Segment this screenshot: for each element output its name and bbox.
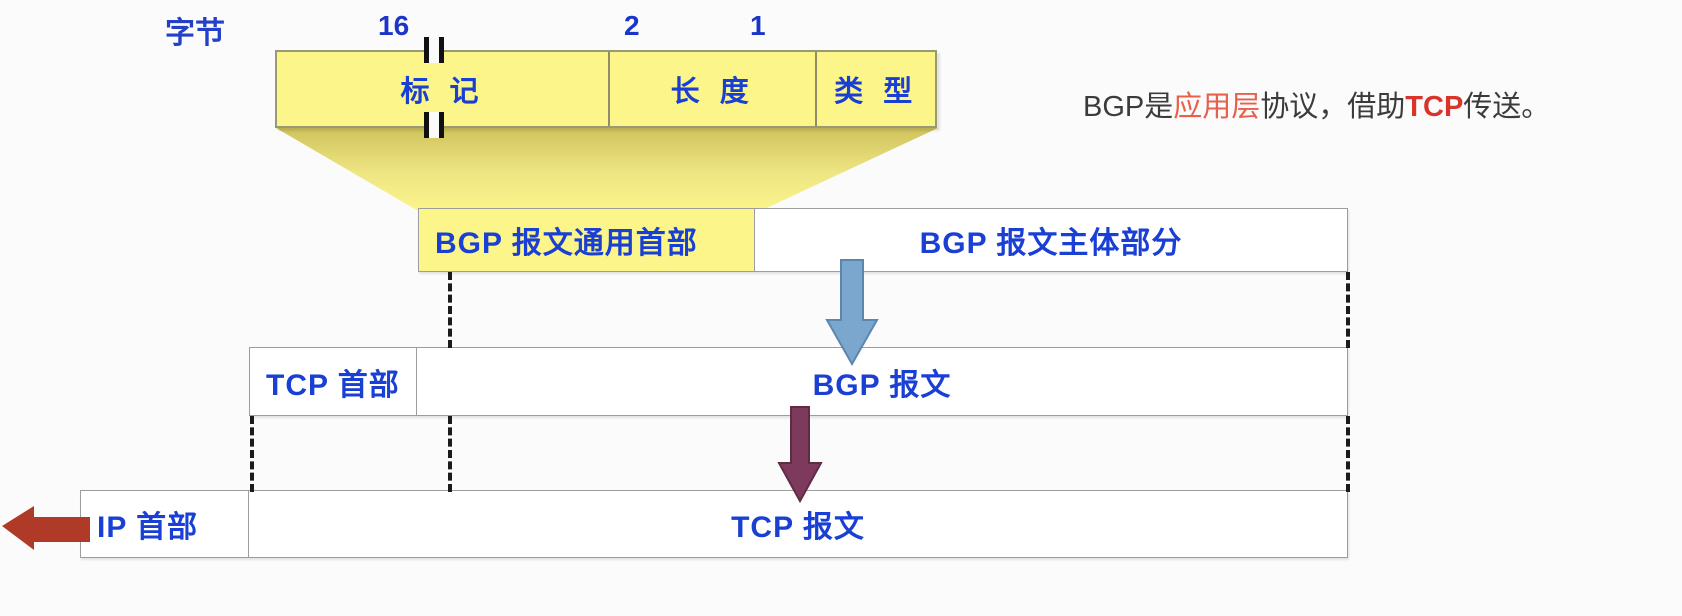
guide-line-bgp-left-lower <box>448 416 452 492</box>
cell-bgp-body: BGP 报文主体部分 <box>919 227 1183 260</box>
byte-tick-2: 2 <box>624 10 640 41</box>
header-field-length: 长 度 <box>610 52 818 126</box>
ip-outbound-arrow-icon <box>2 506 90 550</box>
guide-line-bgp-left-upper <box>448 272 452 348</box>
break-mark-top-icon <box>424 37 444 63</box>
guide-line-tcp-left <box>250 416 254 492</box>
header-expansion-funnel <box>276 128 938 212</box>
note-highlight-application-layer: 应用层 <box>1173 91 1261 123</box>
cell-tcp-header: TCP 首部 <box>250 348 417 415</box>
row-ip-datagram: IP 首部 TCP 报文 <box>80 490 1348 558</box>
header-field-type: 类 型 <box>834 76 919 108</box>
row-bgp-message: BGP 报文通用首部 BGP 报文主体部分 <box>418 208 1348 272</box>
header-field-marker: 标 记 <box>277 52 610 126</box>
note-part-3: 传送。 <box>1463 91 1551 123</box>
byte-tick-1: 1 <box>750 10 766 41</box>
cell-bgp-common-header: BGP 报文通用首部 <box>419 209 755 271</box>
guide-line-bgp-right-upper <box>1346 272 1350 348</box>
note-highlight-tcp: TCP <box>1405 91 1464 123</box>
cell-bgp-message: BGP 报文 <box>812 368 952 402</box>
cell-tcp-message: TCP 报文 <box>731 511 865 544</box>
note-part-2: 协议，借助 <box>1260 91 1406 123</box>
cell-ip-header: IP 首部 <box>81 491 249 557</box>
bgp-application-layer-note: BGP是应用层协议，借助TCP传送。 <box>1083 83 1550 125</box>
bgp-common-header-fields: 标 记 长 度 类 型 <box>275 50 937 128</box>
bgp-to-tcp-arrow-icon <box>825 259 879 367</box>
byte-ruler-label: 字节 <box>165 17 225 50</box>
break-mark-bottom-icon <box>424 112 444 138</box>
note-part-1: BGP是 <box>1083 91 1174 123</box>
tcp-to-ip-arrow-icon <box>777 406 823 504</box>
guide-line-bgp-right-lower <box>1346 416 1350 492</box>
byte-tick-16: 16 <box>378 10 410 41</box>
